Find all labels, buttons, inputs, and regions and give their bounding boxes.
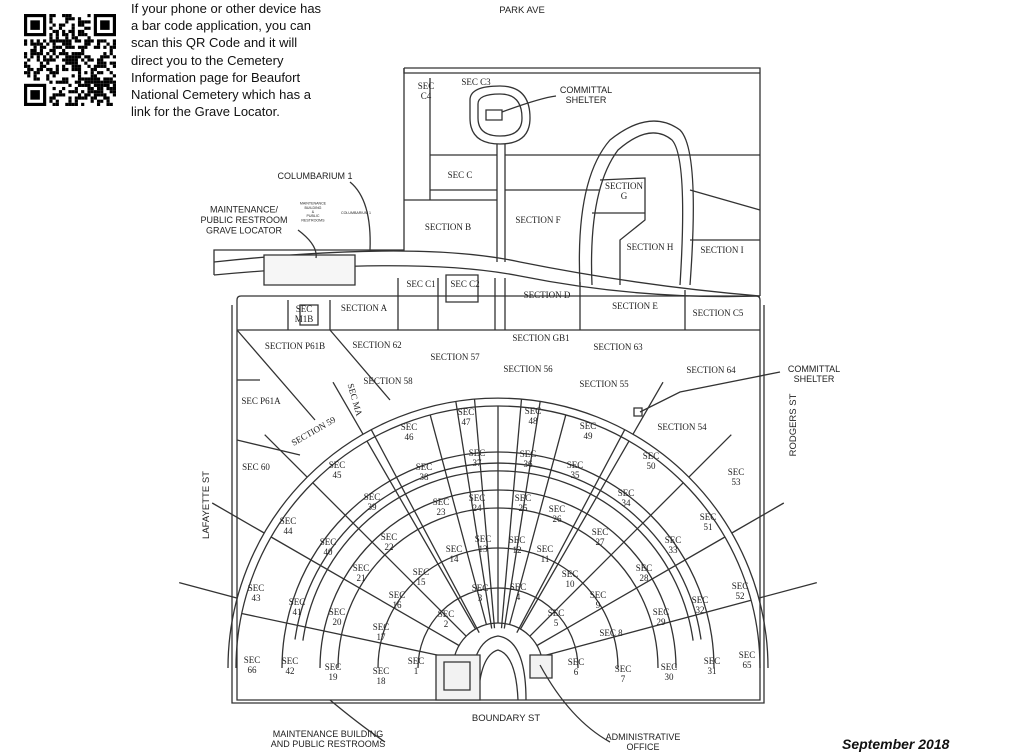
section-c[interactable]: SEC C bbox=[448, 170, 473, 180]
street-park-ave: PARK AVE bbox=[499, 5, 545, 16]
section-a[interactable]: SECTION A bbox=[341, 303, 388, 313]
section-i[interactable]: SECTION I bbox=[700, 245, 743, 255]
section-c3[interactable]: SEC C3 bbox=[461, 77, 491, 87]
section-63[interactable]: SECTION 63 bbox=[593, 342, 643, 352]
map-date: September 2018 bbox=[842, 736, 950, 752]
street-rodgers-st: RODGERS ST bbox=[788, 393, 799, 456]
section-f[interactable]: SECTION F bbox=[515, 215, 560, 225]
section-62[interactable]: SECTION 62 bbox=[352, 340, 401, 350]
street-lafayette-st: LAFAYETTE ST bbox=[201, 471, 212, 539]
section-c1[interactable]: SEC C1 bbox=[406, 279, 435, 289]
section-55[interactable]: SECTION 55 bbox=[579, 379, 629, 389]
section-d[interactable]: SECTION D bbox=[524, 290, 571, 300]
section-p61a[interactable]: SEC P61A bbox=[241, 396, 281, 406]
section-c5[interactable]: SECTION C5 bbox=[693, 308, 744, 318]
section-54[interactable]: SECTION 54 bbox=[657, 422, 707, 432]
section-60[interactable]: SEC 60 bbox=[242, 462, 270, 472]
qr-code[interactable] bbox=[24, 14, 116, 106]
section-e[interactable]: SECTION E bbox=[612, 301, 658, 311]
section-gb1[interactable]: SECTION GB1 bbox=[512, 333, 569, 343]
section-8[interactable]: SEC 8 bbox=[599, 628, 623, 638]
section-56[interactable]: SECTION 56 bbox=[503, 364, 553, 374]
street-boundary-st: BOUNDARY ST bbox=[472, 713, 540, 724]
section-ma[interactable]: SEC MA bbox=[346, 382, 365, 417]
section-57[interactable]: SECTION 57 bbox=[430, 352, 480, 362]
callout-columbarium-small: COLUMBARIUM 1 bbox=[341, 211, 371, 215]
section-h[interactable]: SECTION H bbox=[627, 242, 674, 252]
section-64[interactable]: SECTION 64 bbox=[686, 365, 736, 375]
section-58[interactable]: SECTION 58 bbox=[363, 376, 413, 386]
section-c2[interactable]: SEC C2 bbox=[450, 279, 479, 289]
section-b[interactable]: SECTION B bbox=[425, 222, 471, 232]
callout-columbarium: COLUMBARIUM 1 bbox=[277, 171, 352, 181]
qr-instructions: If your phone or other device has a bar … bbox=[131, 1, 322, 120]
section-p61b[interactable]: SECTION P61B bbox=[265, 341, 325, 351]
